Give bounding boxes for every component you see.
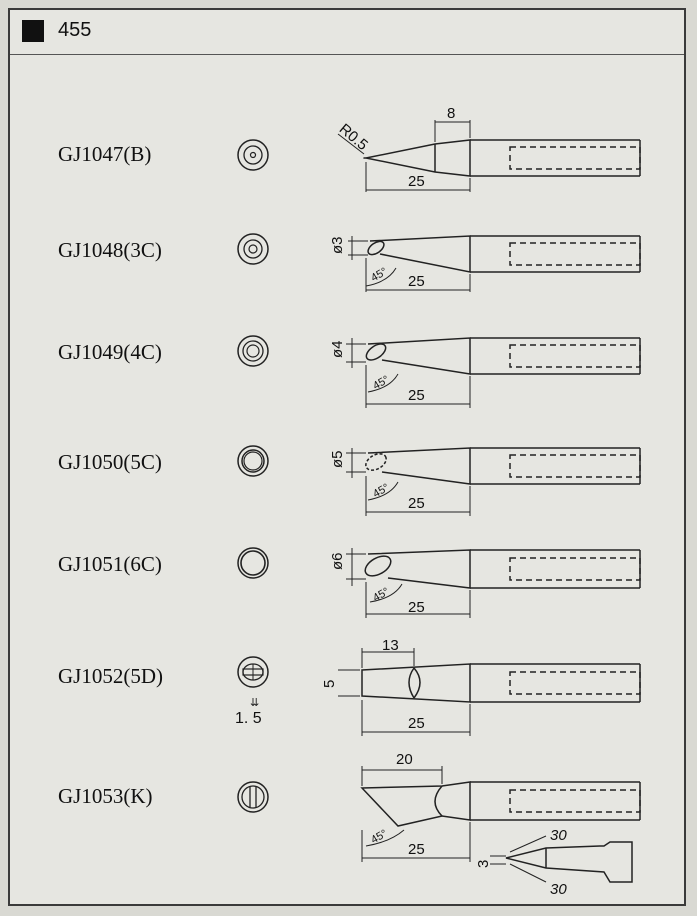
model-label: GJ1048(3C): [58, 238, 162, 262]
diameter-label: ø6: [329, 552, 346, 570]
model-label: GJ1051(6C): [58, 552, 162, 576]
model-label: GJ1049(4C): [58, 340, 162, 364]
tip-end-view: [237, 233, 269, 265]
tip-side-view: R0.5 8 25: [336, 105, 641, 192]
top-dimension: 20: [396, 751, 413, 768]
tip-row-gj1051: GJ1051(6C) ø6: [10, 532, 684, 642]
model-label: GJ1052(5D): [58, 664, 163, 688]
tip-side-view: ø6 45° 25: [329, 548, 641, 618]
length-dimension: 25: [408, 599, 425, 616]
angle-label: 45°: [369, 266, 389, 285]
length-dimension: 25: [408, 387, 425, 404]
tip-end-view: [237, 445, 269, 477]
tip-end-view: [237, 656, 269, 688]
model-label: GJ1053(K): [58, 784, 153, 808]
tip-side-view: 5 13 25: [321, 640, 641, 736]
tip-radius-label: R0.5: [336, 121, 371, 154]
tip-side-view: ø3 45° 25: [329, 235, 641, 292]
width-dimension: 5: [321, 680, 338, 688]
length-dimension: 25: [408, 715, 425, 732]
tip-row-gj1052: GJ1052(5D) ⇊ 1. 5: [10, 640, 684, 750]
angle-label: 45°: [371, 482, 391, 501]
model-label: GJ1050(5C): [58, 450, 162, 474]
angle-label: 45°: [371, 374, 391, 393]
diameter-label: ø3: [329, 236, 346, 254]
header-marker: [22, 20, 44, 42]
tip-row-gj1048: GJ1048(3C) ø3: [10, 210, 684, 320]
tip-side-view: ø5 45° 25: [329, 447, 641, 516]
model-label: GJ1047(B): [58, 142, 152, 166]
length-dimension: 25: [408, 173, 425, 190]
length-dimension: 25: [408, 841, 425, 858]
length-dimension: 25: [408, 273, 425, 290]
length-dimension: 25: [408, 495, 425, 512]
tip-row-gj1049: GJ1049(4C) ø4: [10, 310, 684, 420]
angle-top-label: 30: [550, 827, 567, 844]
tip-end-view: [237, 547, 269, 579]
tip-row-gj1050: GJ1050(5C) ø5: [10, 422, 684, 532]
tip-end-view: [237, 335, 269, 367]
diameter-label: ø5: [329, 450, 346, 468]
page-header: 455: [10, 10, 684, 55]
tip-end-view: [237, 781, 269, 813]
side-dimension: 3: [475, 860, 492, 868]
tip-row-gj1047: GJ1047(B): [10, 100, 684, 210]
top-dimension: 13: [382, 640, 399, 654]
catalog-sheet: 455 GJ1047(B): [8, 8, 686, 906]
angle-label: 45°: [369, 828, 389, 847]
page-number: 455: [58, 19, 92, 41]
diameter-label: ø4: [329, 340, 346, 358]
thickness-arrow-icon: ⇊: [250, 697, 260, 709]
tip-side-view: ø4 45° 25: [329, 337, 641, 408]
tip-side-view: 20 45° 25 3 30 30: [360, 751, 641, 898]
top-dimension: 8: [447, 105, 455, 122]
thickness-dimension: 1. 5: [235, 710, 262, 727]
angle-bottom-label: 30: [550, 881, 567, 898]
tip-row-gj1053: GJ1053(K): [10, 750, 684, 900]
tip-end-view: [237, 139, 269, 171]
